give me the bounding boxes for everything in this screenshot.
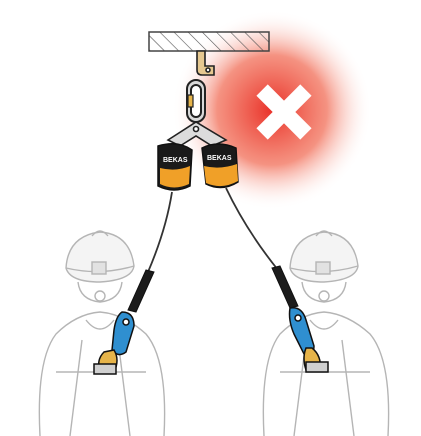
fall-arrester-icon: BEKAS bbox=[158, 144, 192, 190]
fall-arrester-icon: BEKAS bbox=[202, 144, 238, 188]
worker-icon bbox=[39, 231, 164, 436]
anchor-beam-icon bbox=[149, 32, 269, 51]
device-label-right: BEKAS bbox=[207, 155, 232, 162]
snap-hook-right bbox=[290, 308, 329, 372]
worker-icon bbox=[263, 231, 388, 436]
device-label-left: BEKAS bbox=[163, 157, 188, 164]
cable-left bbox=[148, 192, 172, 272]
lanyard-sleeve-left bbox=[128, 270, 154, 312]
snap-hook-left bbox=[94, 312, 134, 374]
carabiner-icon bbox=[187, 80, 205, 122]
